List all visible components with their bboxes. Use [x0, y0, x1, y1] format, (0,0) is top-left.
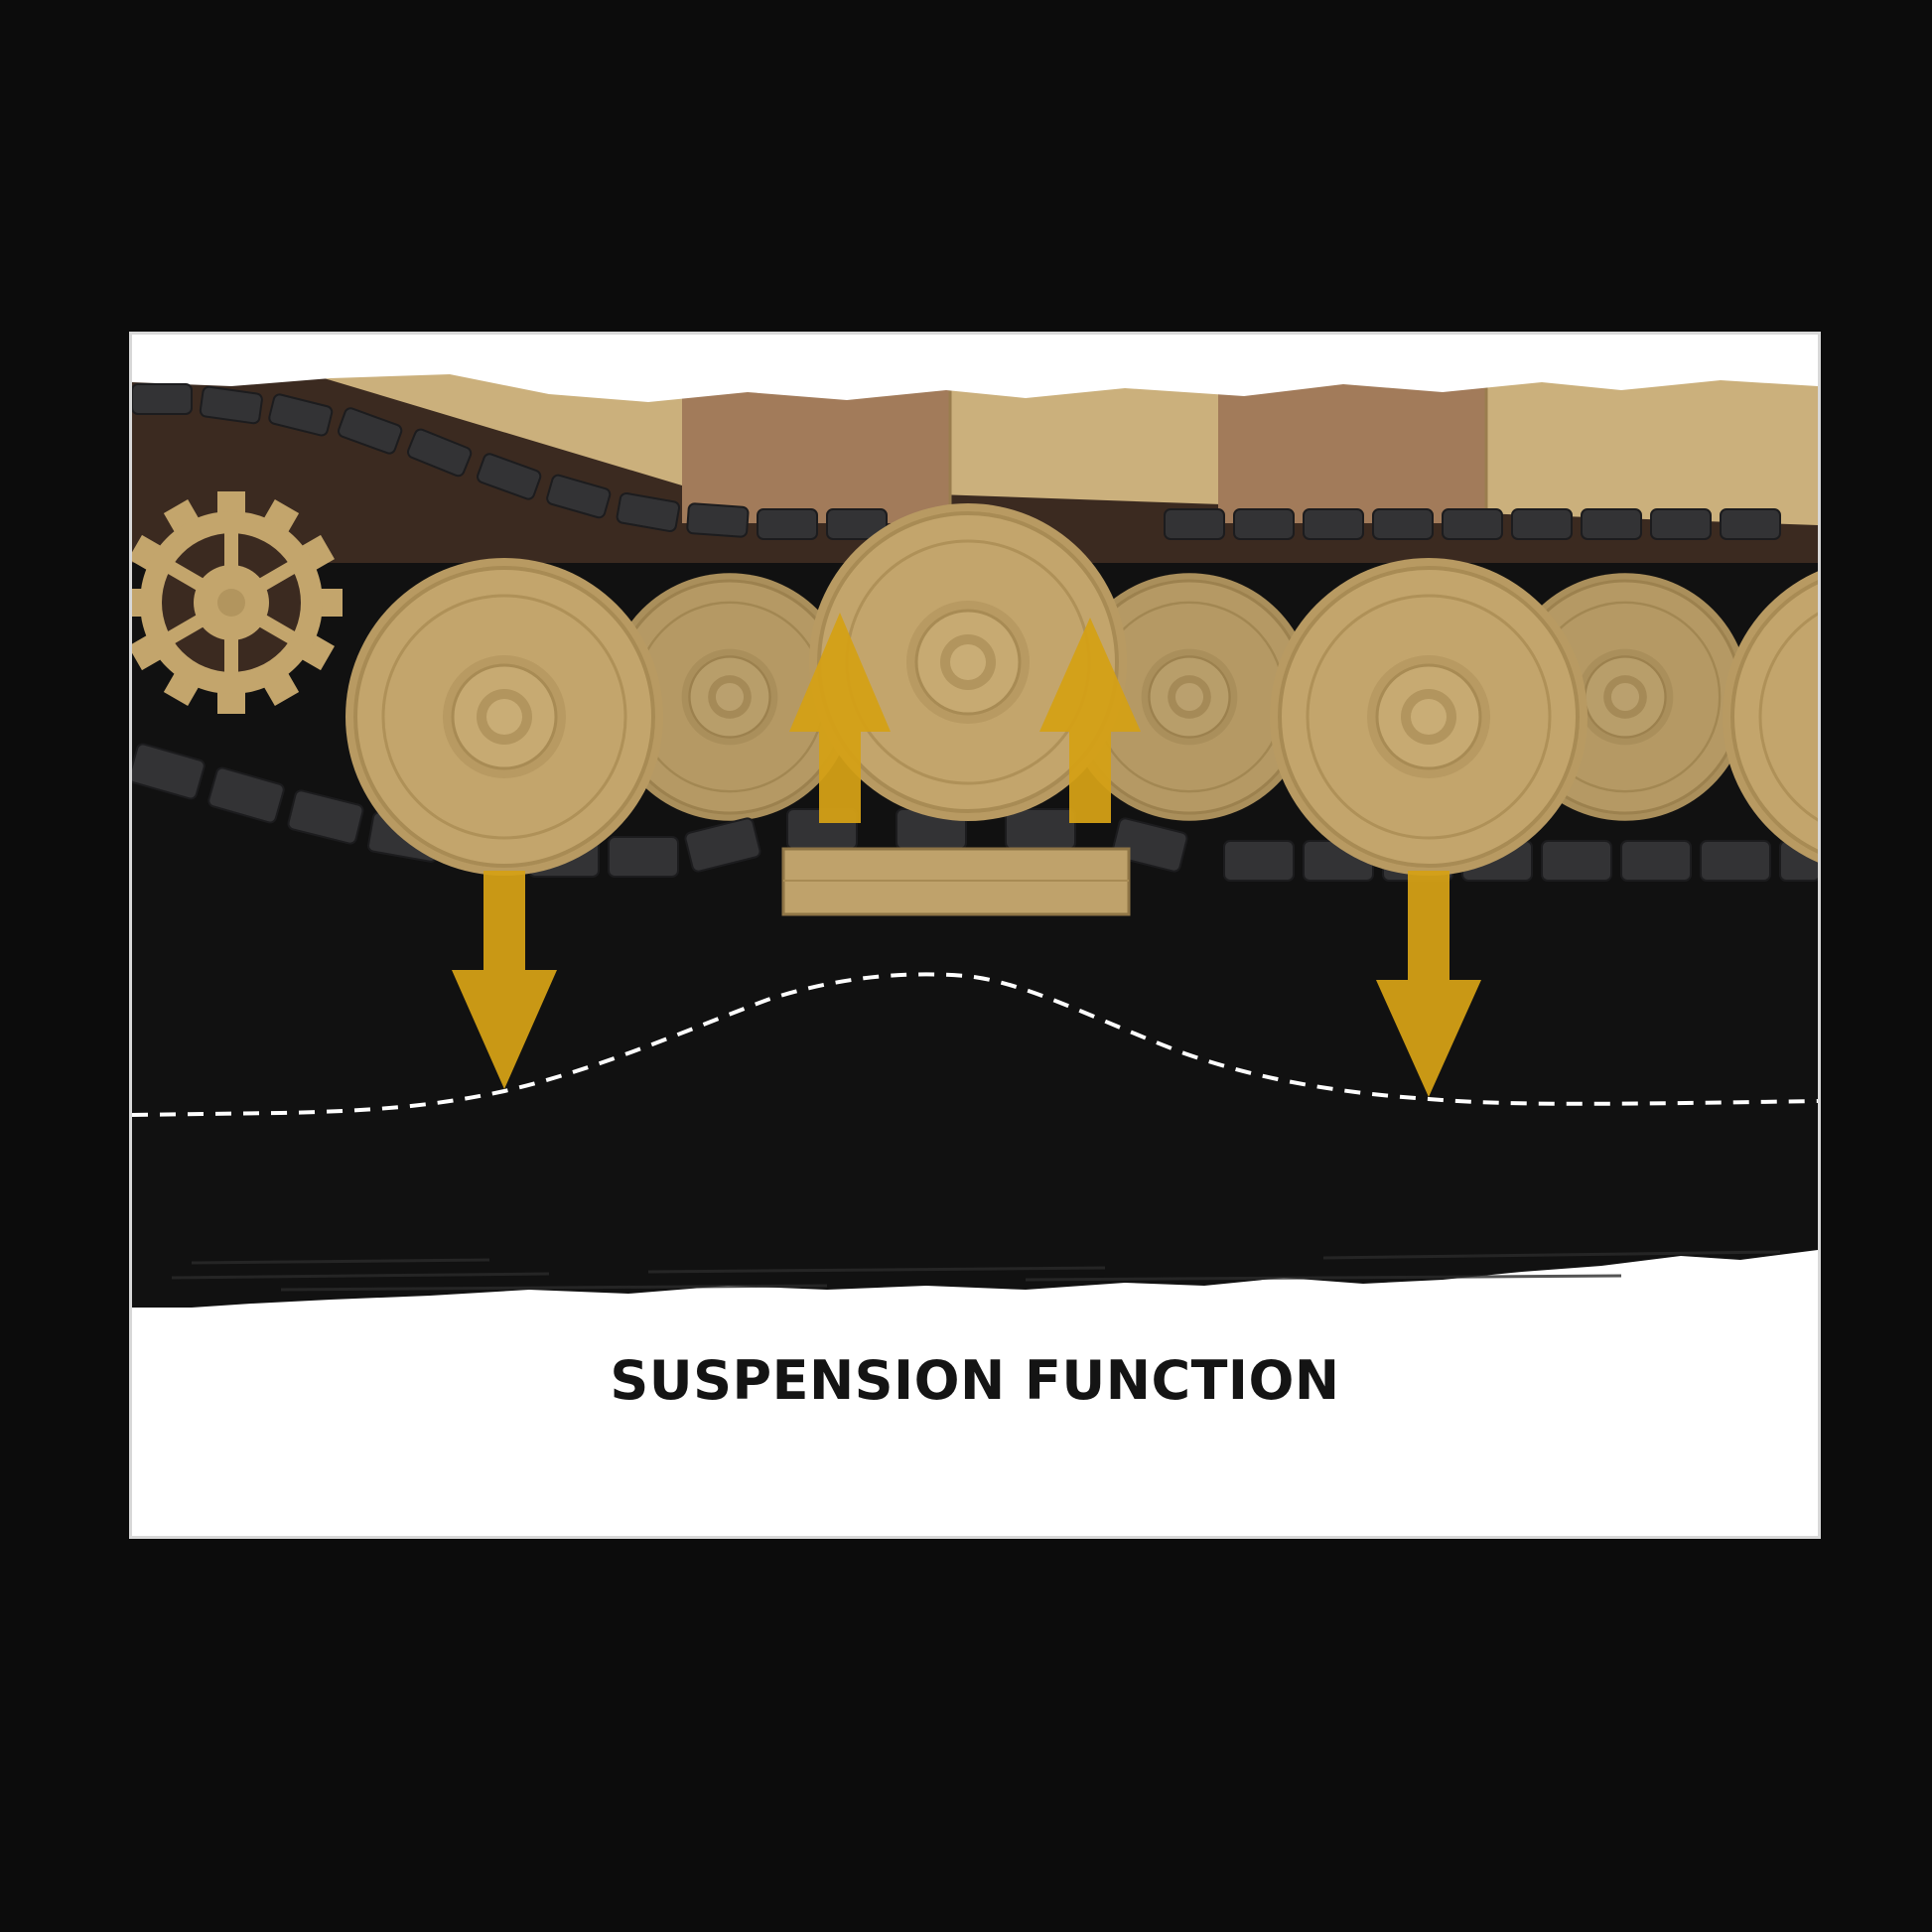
upper-track — [132, 383, 1781, 540]
brush-streaks — [171, 1250, 1781, 1292]
terrain-dashed-line — [132, 972, 1818, 1117]
drive-sprocket-icon — [132, 491, 343, 714]
hull-side — [311, 374, 1818, 525]
arrow-down-icon — [1376, 871, 1481, 1097]
suspension-arrows — [452, 613, 1481, 1097]
arrow-down-icon — [452, 871, 557, 1089]
caption-title: SUSPENSION FUNCTION — [610, 1349, 1340, 1412]
paper-top-edge — [132, 335, 1818, 402]
obstacle-block — [781, 847, 1131, 916]
suspension-illustration — [132, 335, 1818, 1308]
arrow-up-icon — [1039, 618, 1141, 823]
arrow-up-icon — [789, 613, 891, 823]
illustration-card: SUSPENSION FUNCTION — [129, 332, 1821, 1539]
road-wheel-icon — [344, 556, 665, 878]
road-wheel-icon — [1268, 556, 1589, 878]
